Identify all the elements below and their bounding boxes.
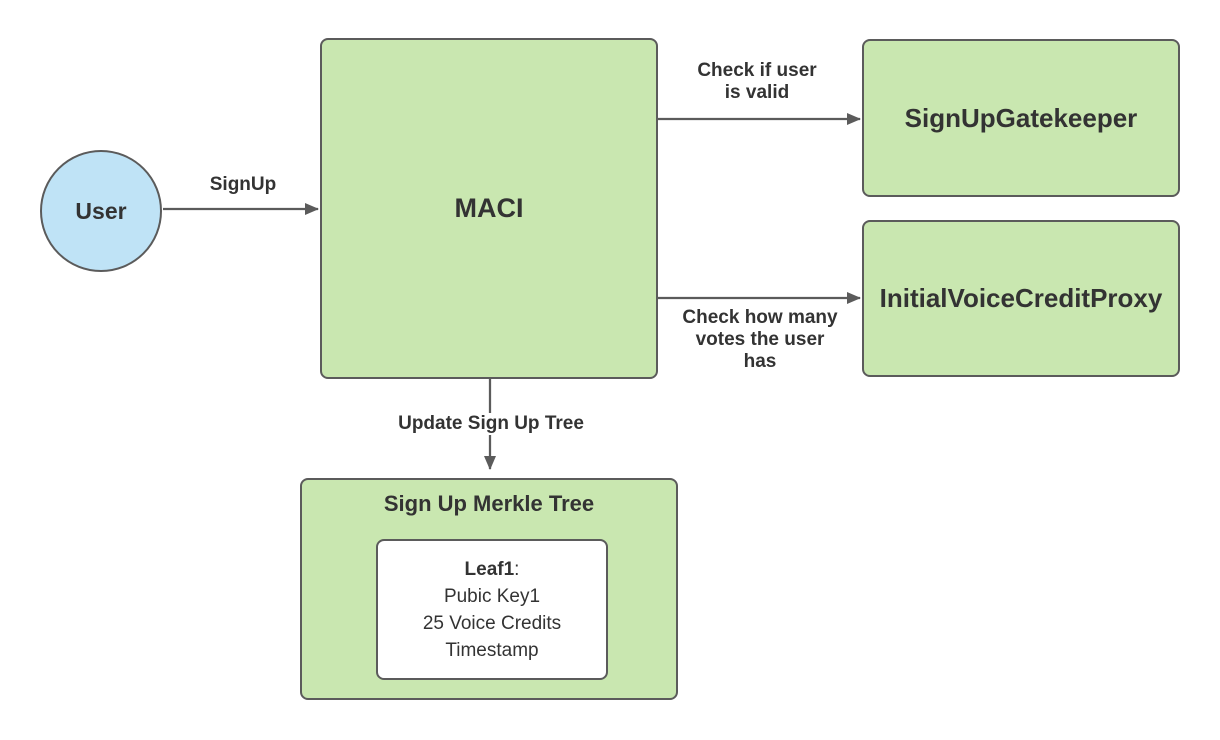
signup-merkle-tree-title: Sign Up Merkle Tree	[383, 491, 595, 516]
leaf-card: Leaf1: Pubic Key1 25 Voice Credits Times…	[376, 539, 608, 680]
maci-node-label: MACI	[454, 193, 524, 223]
signup-merkle-tree-node: Sign Up Merkle Tree Leaf1: Pubic Key1 25…	[300, 478, 678, 700]
leaf-card-heading: Leaf1:	[465, 556, 520, 583]
leaf-card-line-voice-credits: 25 Voice Credits	[422, 612, 562, 634]
leaf-card-line-public-key: Pubic Key1	[443, 585, 541, 607]
edge-label-signup: SignUp	[209, 174, 277, 195]
edge-label-check-how-many-votes: Check how many votes the user has	[682, 307, 838, 372]
edge-label-check-if-user-is-valid: Check if user is valid	[697, 60, 817, 103]
maci-node: MACI	[320, 38, 658, 379]
leaf-card-title: Leaf1	[464, 558, 515, 580]
user-node-label: User	[75, 197, 127, 224]
signup-gatekeeper-node: SignUpGatekeeper	[862, 39, 1180, 197]
leaf-card-colon: :	[514, 558, 520, 580]
user-node: User	[40, 150, 162, 272]
edge-label-update-sign-up-tree: Update Sign Up Tree	[381, 413, 601, 435]
initial-voice-credit-proxy-node: InitialVoiceCreditProxy	[862, 220, 1180, 377]
initial-voice-credit-proxy-node-label: InitialVoiceCreditProxy	[879, 283, 1163, 313]
leaf-card-line-timestamp: Timestamp	[445, 639, 539, 661]
signup-gatekeeper-node-label: SignUpGatekeeper	[904, 102, 1138, 133]
